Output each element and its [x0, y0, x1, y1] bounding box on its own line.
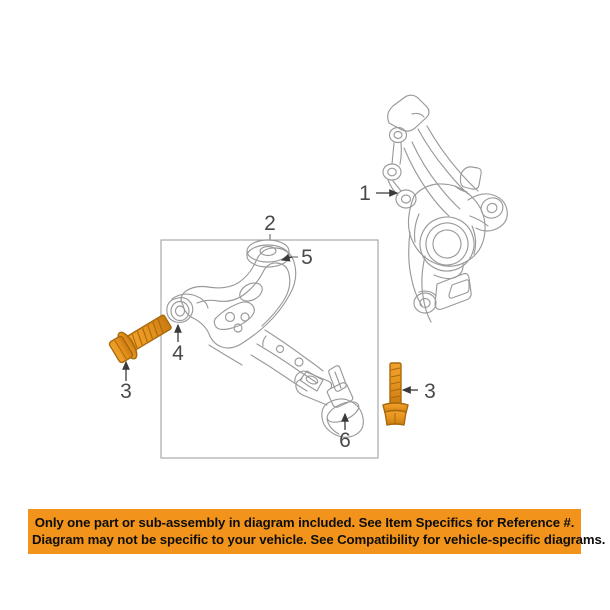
callout-1: 1: [359, 182, 399, 205]
callout-4-label: 4: [172, 342, 184, 365]
callout-3-right: 3: [401, 380, 436, 403]
callout-6-label: 6: [339, 429, 351, 452]
callout-2: 2: [264, 212, 276, 240]
callout-3-left-label: 3: [120, 380, 132, 403]
callout-4: 4: [172, 323, 184, 365]
disclaimer-line-1: Only one part or sub-assembly in diagram…: [34, 515, 575, 530]
callout-3-right-label: 3: [424, 380, 436, 403]
callout-6: 6: [339, 412, 351, 452]
flange-bolt-right-part: [382, 362, 409, 426]
callout-5-arrow: [280, 254, 293, 262]
callout-1-label: 1: [359, 182, 371, 205]
bolt-right-threads: [390, 367, 401, 399]
disclaimer-banner: Only one part or sub-assembly in diagram…: [28, 509, 606, 554]
callout-5-label: 5: [301, 246, 313, 269]
callout-3-left: 3: [120, 360, 132, 403]
callout-5: 5: [280, 246, 313, 269]
flange-bolt-left-part: [108, 314, 172, 364]
callout-2-label: 2: [264, 212, 276, 235]
bolt-left-threads: [131, 318, 164, 349]
ball-joint-part: [294, 365, 364, 438]
disclaimer-line-2: Diagram may not be specific to your vehi…: [32, 532, 606, 547]
steering-knuckle-part: [382, 94, 508, 323]
lower-control-arm-part: [166, 239, 324, 392]
